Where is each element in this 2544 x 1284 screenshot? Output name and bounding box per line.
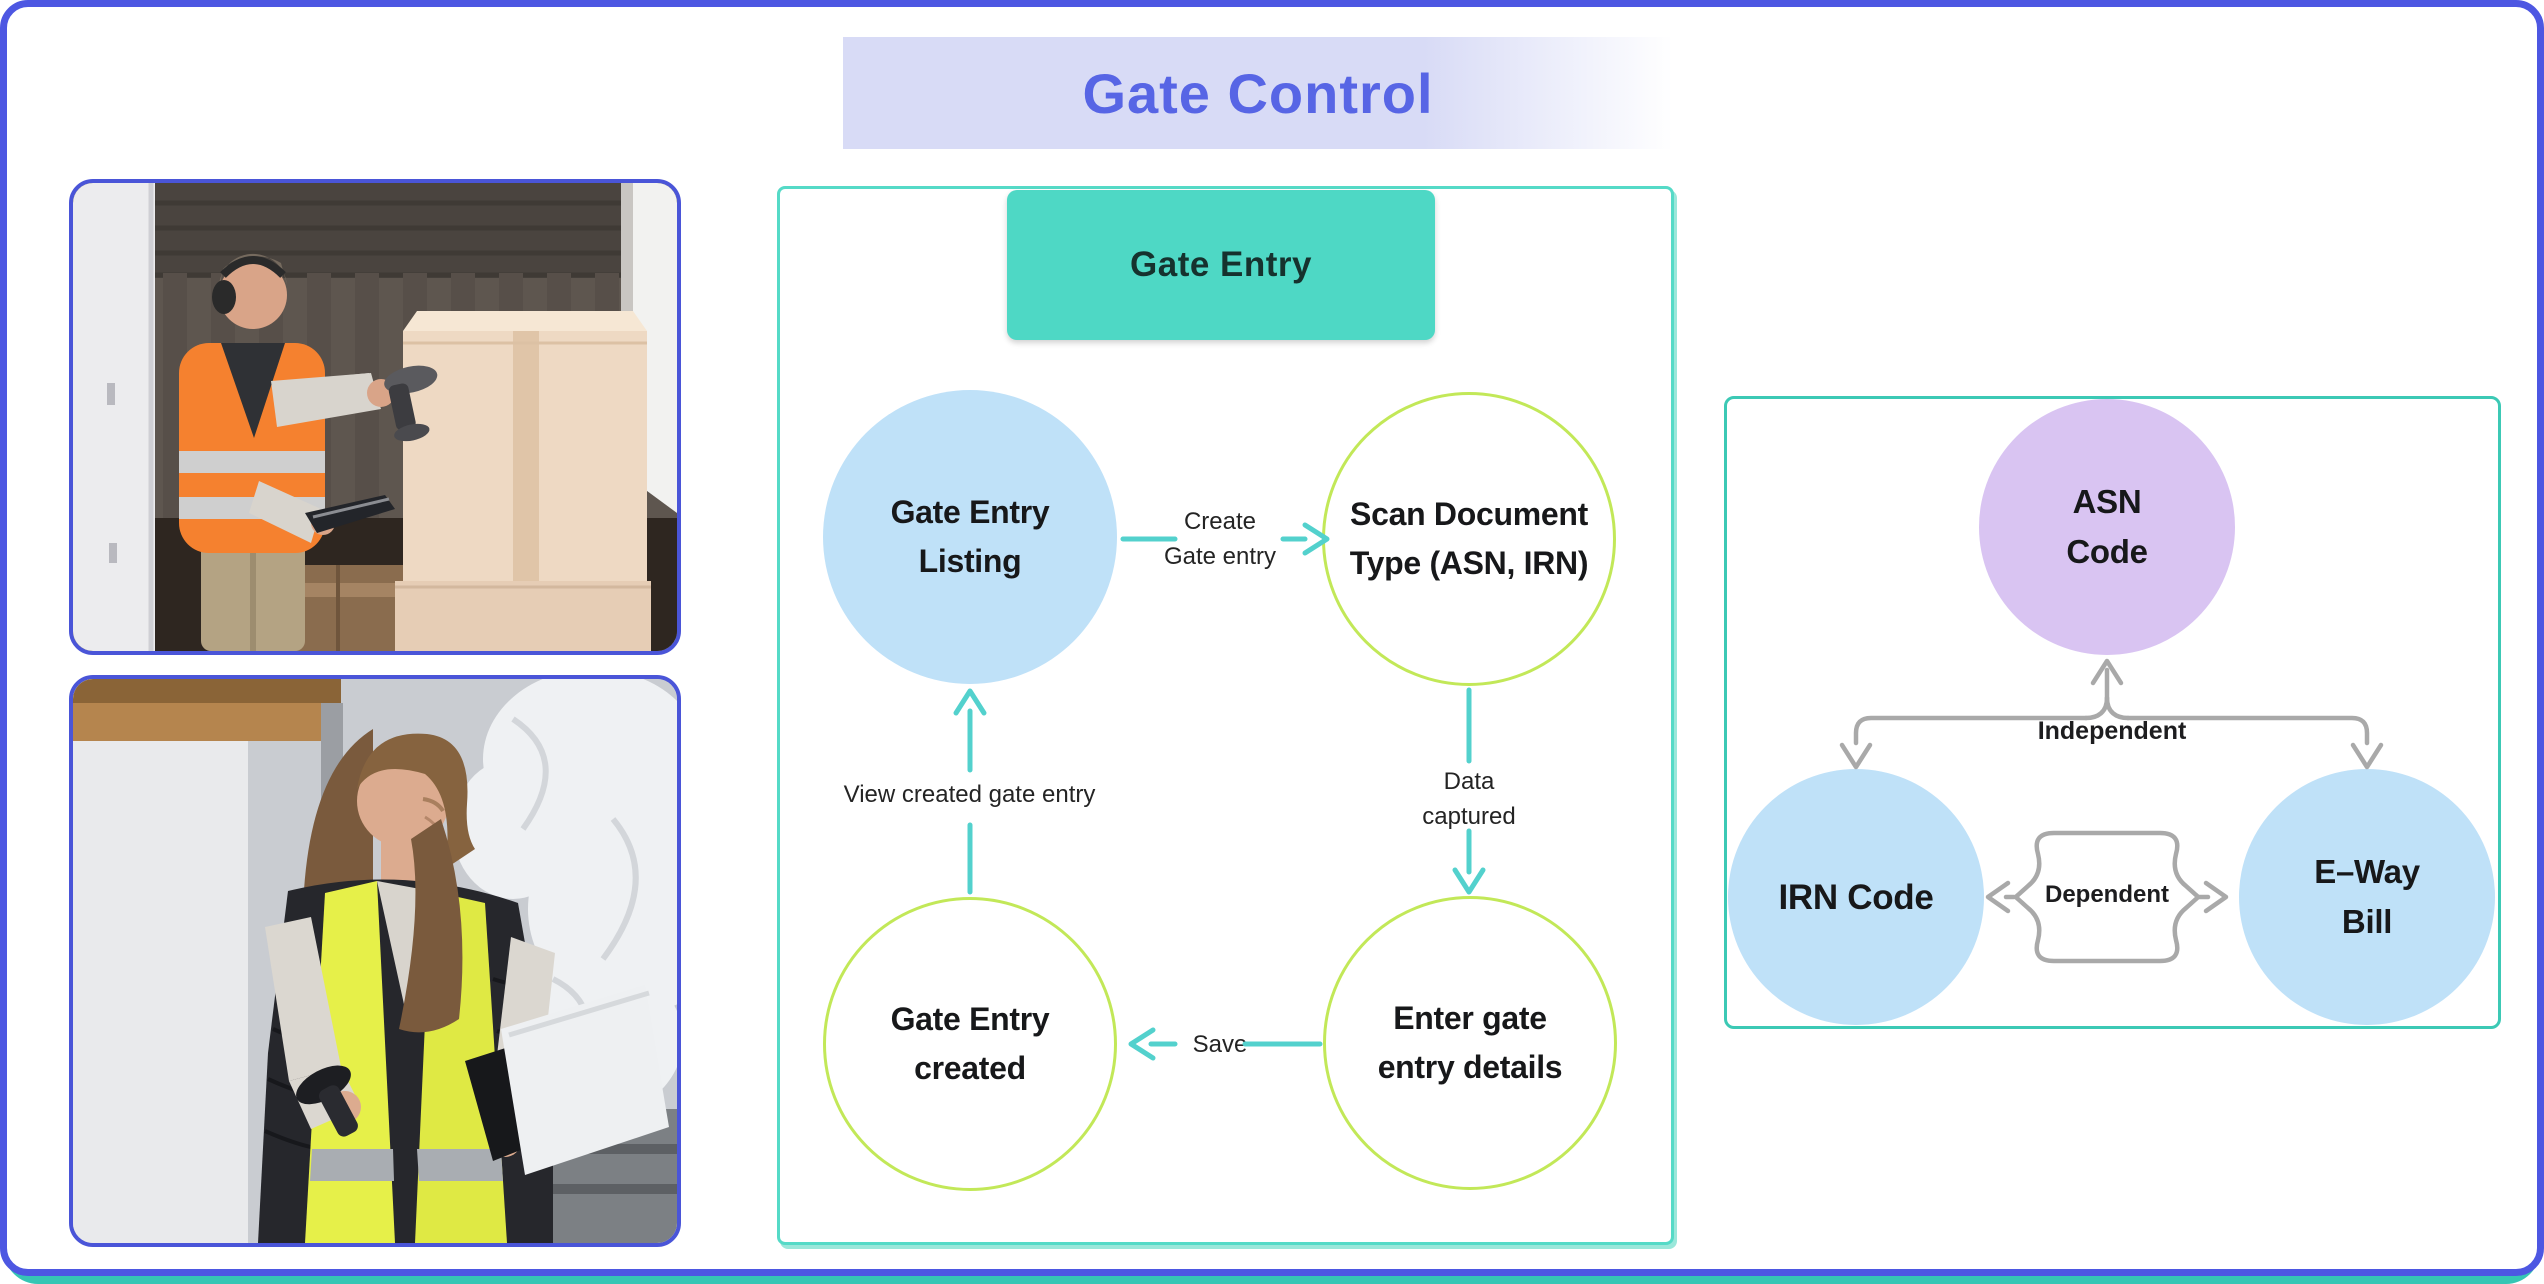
node-label: Gate Entry: [890, 1001, 1050, 1037]
node-label: Scan Document: [1350, 496, 1588, 532]
photo-worker-scanning-container: [69, 179, 681, 655]
photo-worker-scanning-container-illustration: [73, 183, 677, 651]
edge-label-line: Create: [1183, 508, 1257, 535]
node-label: E–Way: [2314, 853, 2420, 890]
node-label: IRN Code: [1778, 877, 1934, 917]
edge-label-view-created-gate-entry: View created gate entry: [843, 781, 1096, 808]
node-enter-gate-entry-details: Enter gate entry details: [1323, 896, 1617, 1190]
edge-label-line: captured: [1422, 803, 1516, 830]
node-label: Gate Entry: [890, 494, 1050, 530]
relation-label-dependent: Dependent: [2044, 881, 2169, 908]
node-eway-bill: E–Way Bill: [2239, 769, 2495, 1025]
gate-entry-header-label: Gate Entry: [1130, 245, 1312, 284]
worker-man: [179, 253, 438, 651]
edge-label-create-gate-entry: Create Gate entry: [1135, 504, 1305, 574]
node-label: entry details: [1377, 1049, 1563, 1085]
node-label: Enter gate: [1393, 1000, 1547, 1036]
barcode-scanner-icon: [296, 1065, 358, 1137]
node-scan-document-type: Scan Document Type (ASN, IRN): [1322, 392, 1616, 686]
node-label: Code: [2066, 533, 2148, 570]
photo-worker-scanning-warehouse-illustration: [73, 679, 677, 1243]
node-asn-code: ASN Code: [1979, 399, 2235, 655]
page-title: Gate Control: [1082, 61, 1434, 125]
edge-label-data-captured: Data captured: [1384, 764, 1554, 834]
photo-worker-scanning-warehouse: [69, 675, 681, 1247]
barcode-scanner-icon: [384, 365, 438, 442]
node-gate-entry-created: Gate Entry created: [823, 897, 1117, 1191]
relation-label-independent: Independent: [2037, 717, 2187, 745]
node-label: Type (ASN, IRN): [1349, 545, 1589, 581]
edge-label-line: Data: [1443, 768, 1495, 795]
worker-woman: [258, 729, 669, 1243]
node-irn-code: IRN Code: [1728, 769, 1984, 1025]
edge-label-line: Gate entry: [1163, 543, 1277, 570]
node-label: Listing: [918, 543, 1022, 579]
node-label: created: [914, 1050, 1026, 1086]
node-gate-entry-listing: Gate Entry Listing: [823, 390, 1117, 684]
edge-label-save: Save: [1192, 1031, 1248, 1058]
node-label: Bill: [2341, 903, 2393, 940]
gate-entry-header: Gate Entry: [1007, 190, 1435, 340]
title-banner: Gate Control: [843, 37, 1673, 149]
node-label: ASN: [2072, 483, 2142, 520]
